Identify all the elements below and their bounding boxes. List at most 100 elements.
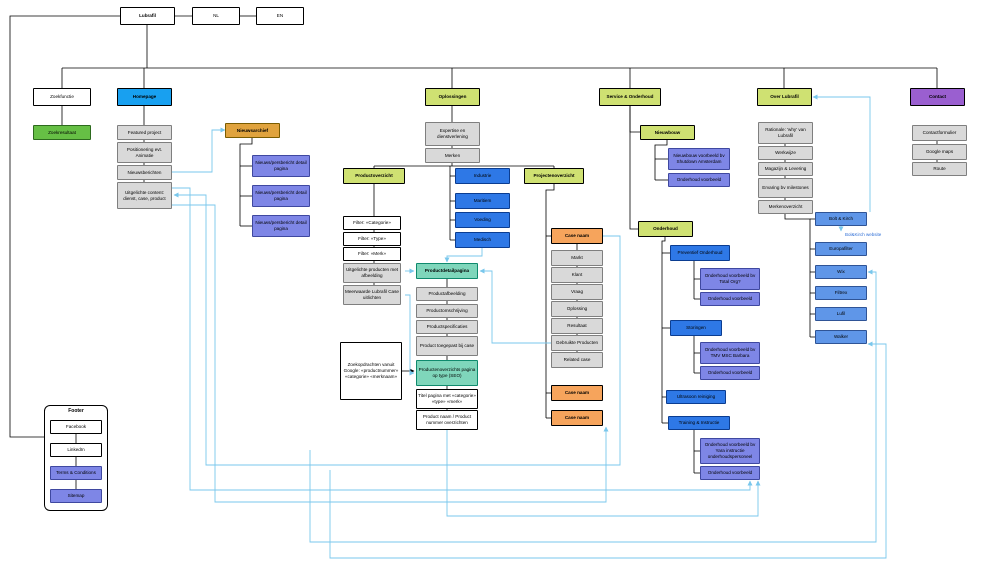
node-product-toegepast[interactable]: Product toegepast bij case	[416, 336, 478, 356]
node-case-naam-2[interactable]: Case naam	[551, 385, 603, 401]
node-case-gebruikte-producten[interactable]: Gebruikte Producten	[551, 335, 603, 351]
node-filter-type[interactable]: Filter: «Type»	[343, 232, 401, 246]
bolt-kirch-website-link[interactable]: Bol&Kirch website	[845, 232, 882, 237]
node-onderhoud-vb-d[interactable]: Onderhoud voorbeeld	[700, 466, 760, 480]
cross-link-connector	[173, 192, 621, 466]
node-onderhoud-vb-b[interactable]: Onderhoud voorbeeld	[700, 292, 760, 306]
node-markt-maritiem[interactable]: Maritiem	[455, 193, 510, 209]
node-productspecificaties[interactable]: Productspecificaties	[416, 320, 478, 334]
node-ervaring[interactable]: Ervaring bv milestones	[758, 178, 813, 198]
node-nieuws-detail-1[interactable]: Nieuws/persbericht detail pagina	[252, 155, 310, 177]
node-productdetailpagina[interactable]: Productdetailpagina	[416, 263, 478, 279]
node-magazijn-levering[interactable]: Magazijn & Levering	[758, 162, 813, 176]
node-storingen[interactable]: Storingen	[670, 320, 722, 336]
node-wix[interactable]: Wix	[815, 265, 867, 279]
node-route[interactable]: Route	[912, 162, 967, 176]
cross-link-connector	[309, 269, 877, 543]
node-case-oplossing[interactable]: Oplossing	[551, 301, 603, 317]
node-projectenoverzicht[interactable]: Projectenoverzicht	[524, 168, 584, 184]
node-zoekopdrachten-google[interactable]: Zoekopdrachten vanuit Google: «productnu…	[340, 342, 402, 400]
node-nieuwbouw-voorbeeld[interactable]: Nieuwbouw voorbeeld bv Shutdown Amsterda…	[668, 148, 730, 170]
cross-link-connector	[172, 204, 609, 503]
cross-link-connector	[405, 294, 415, 376]
node-onderhoud-vb-yara[interactable]: Onderhoud voorbeeld bv Yara instructie o…	[700, 438, 760, 464]
node-featured-project[interactable]: Featured project	[117, 125, 172, 140]
cross-link-connector	[172, 127, 226, 173]
node-markt-medisch[interactable]: Medisch	[455, 232, 510, 248]
node-nieuwsberichten[interactable]: Nieuwsberichten	[117, 165, 172, 180]
tree-connector	[654, 140, 668, 180]
node-expertise[interactable]: Expertise en dienstverlening	[425, 122, 480, 146]
node-bolt-kirch[interactable]: Bolt & Kirch	[815, 212, 867, 226]
node-contact[interactable]: Contact	[910, 88, 965, 106]
node-merken[interactable]: Merken	[425, 148, 480, 163]
node-lang-nl[interactable]: NL	[192, 7, 240, 25]
node-case-naam-1[interactable]: Case naam	[551, 228, 603, 244]
node-onderhoud-vb-total[interactable]: Onderhoud voorbeeld bv Total Org?	[700, 268, 760, 290]
node-onderhoud-voorbeeld-a[interactable]: Onderhoud voorbeeld	[668, 173, 730, 187]
node-positionering[interactable]: Positionering evt. Animatie	[117, 142, 172, 163]
node-nieuws-detail-2[interactable]: Nieuws/persbericht detail pagina	[252, 185, 310, 207]
node-footer-linkedin[interactable]: LinkedIn	[50, 443, 102, 457]
node-footer-facebook[interactable]: Facebook	[50, 420, 102, 434]
tree-connector	[629, 106, 640, 133]
node-lufil[interactable]: Lufil	[815, 307, 867, 321]
node-footer-sitemap[interactable]: Sitemap	[50, 489, 102, 503]
node-case-resultaat[interactable]: Resultaat	[551, 318, 603, 334]
tree-connector	[545, 184, 555, 418]
tree-connector	[629, 106, 638, 230]
node-productafbeelding[interactable]: Productafbeelding	[416, 287, 478, 301]
node-product-naam-overzichten[interactable]: Product naam / Product nummer overzichte…	[416, 410, 478, 430]
node-onderhoud-vb-tmv[interactable]: Onderhoud voorbeeld bv TMV MSC Barbara	[700, 342, 760, 364]
node-case-markt[interactable]: Markt	[551, 250, 603, 266]
node-filter-merk[interactable]: Filter: «Merk»	[343, 247, 401, 261]
node-footer-terms[interactable]: Terms & Conditions	[50, 466, 102, 480]
node-homepage[interactable]: Homepage	[117, 88, 172, 106]
node-google-maps[interactable]: Google maps	[912, 144, 967, 160]
node-europafilter[interactable]: Europafilter	[815, 242, 867, 256]
node-zoekfunctie[interactable]: Zoekfunctie	[33, 88, 91, 106]
node-producten-seo[interactable]: Productenoverzichts pagina op type (SEO)	[416, 360, 478, 386]
node-case-vraag[interactable]: Vraag	[551, 284, 603, 300]
node-nieuwbouw[interactable]: Nieuwbouw	[640, 125, 695, 140]
node-case-klant[interactable]: Klant	[551, 267, 603, 283]
node-training-instructie[interactable]: Training & Instructie	[668, 416, 730, 430]
node-meerwaarde-case[interactable]: Meerwaarde Lubrafil Case uitlichten	[343, 285, 401, 305]
node-footer-container[interactable]: Footer	[44, 405, 108, 511]
node-uitgelichte-producten[interactable]: Uitgelichte producten met afbeelding	[343, 263, 401, 283]
node-case-related[interactable]: Related case	[551, 352, 603, 368]
node-over-lubrafil[interactable]: Over Lubrafil	[757, 88, 812, 106]
node-preventief-onderhoud[interactable]: Preventief Onderhoud	[670, 245, 730, 261]
node-oplossingen[interactable]: Oplossingen	[425, 88, 480, 106]
node-markt-voeding[interactable]: Voeding	[455, 212, 510, 228]
node-nieuws-detail-3[interactable]: Nieuws/persbericht detail pagina	[252, 215, 310, 237]
node-titel-pagina[interactable]: Titel pagina met «categorie» «type» «mer…	[416, 389, 478, 409]
cross-link-connector	[446, 430, 761, 517]
cross-link-connector	[172, 187, 753, 491]
node-ultrasoon-reiniging[interactable]: Ultrasoon reiniging	[666, 390, 726, 404]
node-nieuwsarchief[interactable]: Nieuwsarchief	[225, 123, 280, 138]
node-onderhoud-vb-c[interactable]: Onderhoud voorbeeld	[700, 366, 760, 380]
node-merkenoverzicht[interactable]: Merkenoverzicht	[758, 200, 813, 214]
node-onderhoud[interactable]: Onderhoud	[638, 221, 693, 237]
node-uitgelichte-content[interactable]: Uitgelichte content: dienst, case, produ…	[117, 182, 172, 209]
node-service-onderhoud[interactable]: Service & Onderhoud	[599, 88, 661, 106]
node-contactformulier[interactable]: Contactformulier	[912, 125, 967, 141]
node-rationale[interactable]: Rationale: 'why' van Lubrafil	[758, 122, 813, 144]
node-case-naam-3[interactable]: Case naam	[551, 410, 603, 426]
tree-connector	[239, 138, 253, 226]
tree-connector	[784, 214, 811, 337]
node-lubrafil[interactable]: Lubrafil	[120, 7, 175, 25]
cross-link-connector	[812, 94, 871, 212]
node-werkwijze[interactable]: Werkwijze	[758, 146, 813, 160]
node-zoekresultaat[interactable]: Zoekresultaat	[33, 125, 91, 140]
tree-connector	[9, 15, 120, 438]
node-productoverzicht[interactable]: Productoverzicht	[343, 168, 405, 184]
node-productomschrijving[interactable]: Productomschrijving	[416, 304, 478, 318]
node-filter-categorie[interactable]: Filter: «Categorie»	[343, 216, 401, 230]
node-lang-en[interactable]: EN	[256, 7, 304, 25]
node-filtrex[interactable]: Filtrex	[815, 286, 867, 300]
node-walker[interactable]: Walker	[815, 330, 867, 344]
node-markt-industrie[interactable]: Industrie	[455, 168, 510, 184]
